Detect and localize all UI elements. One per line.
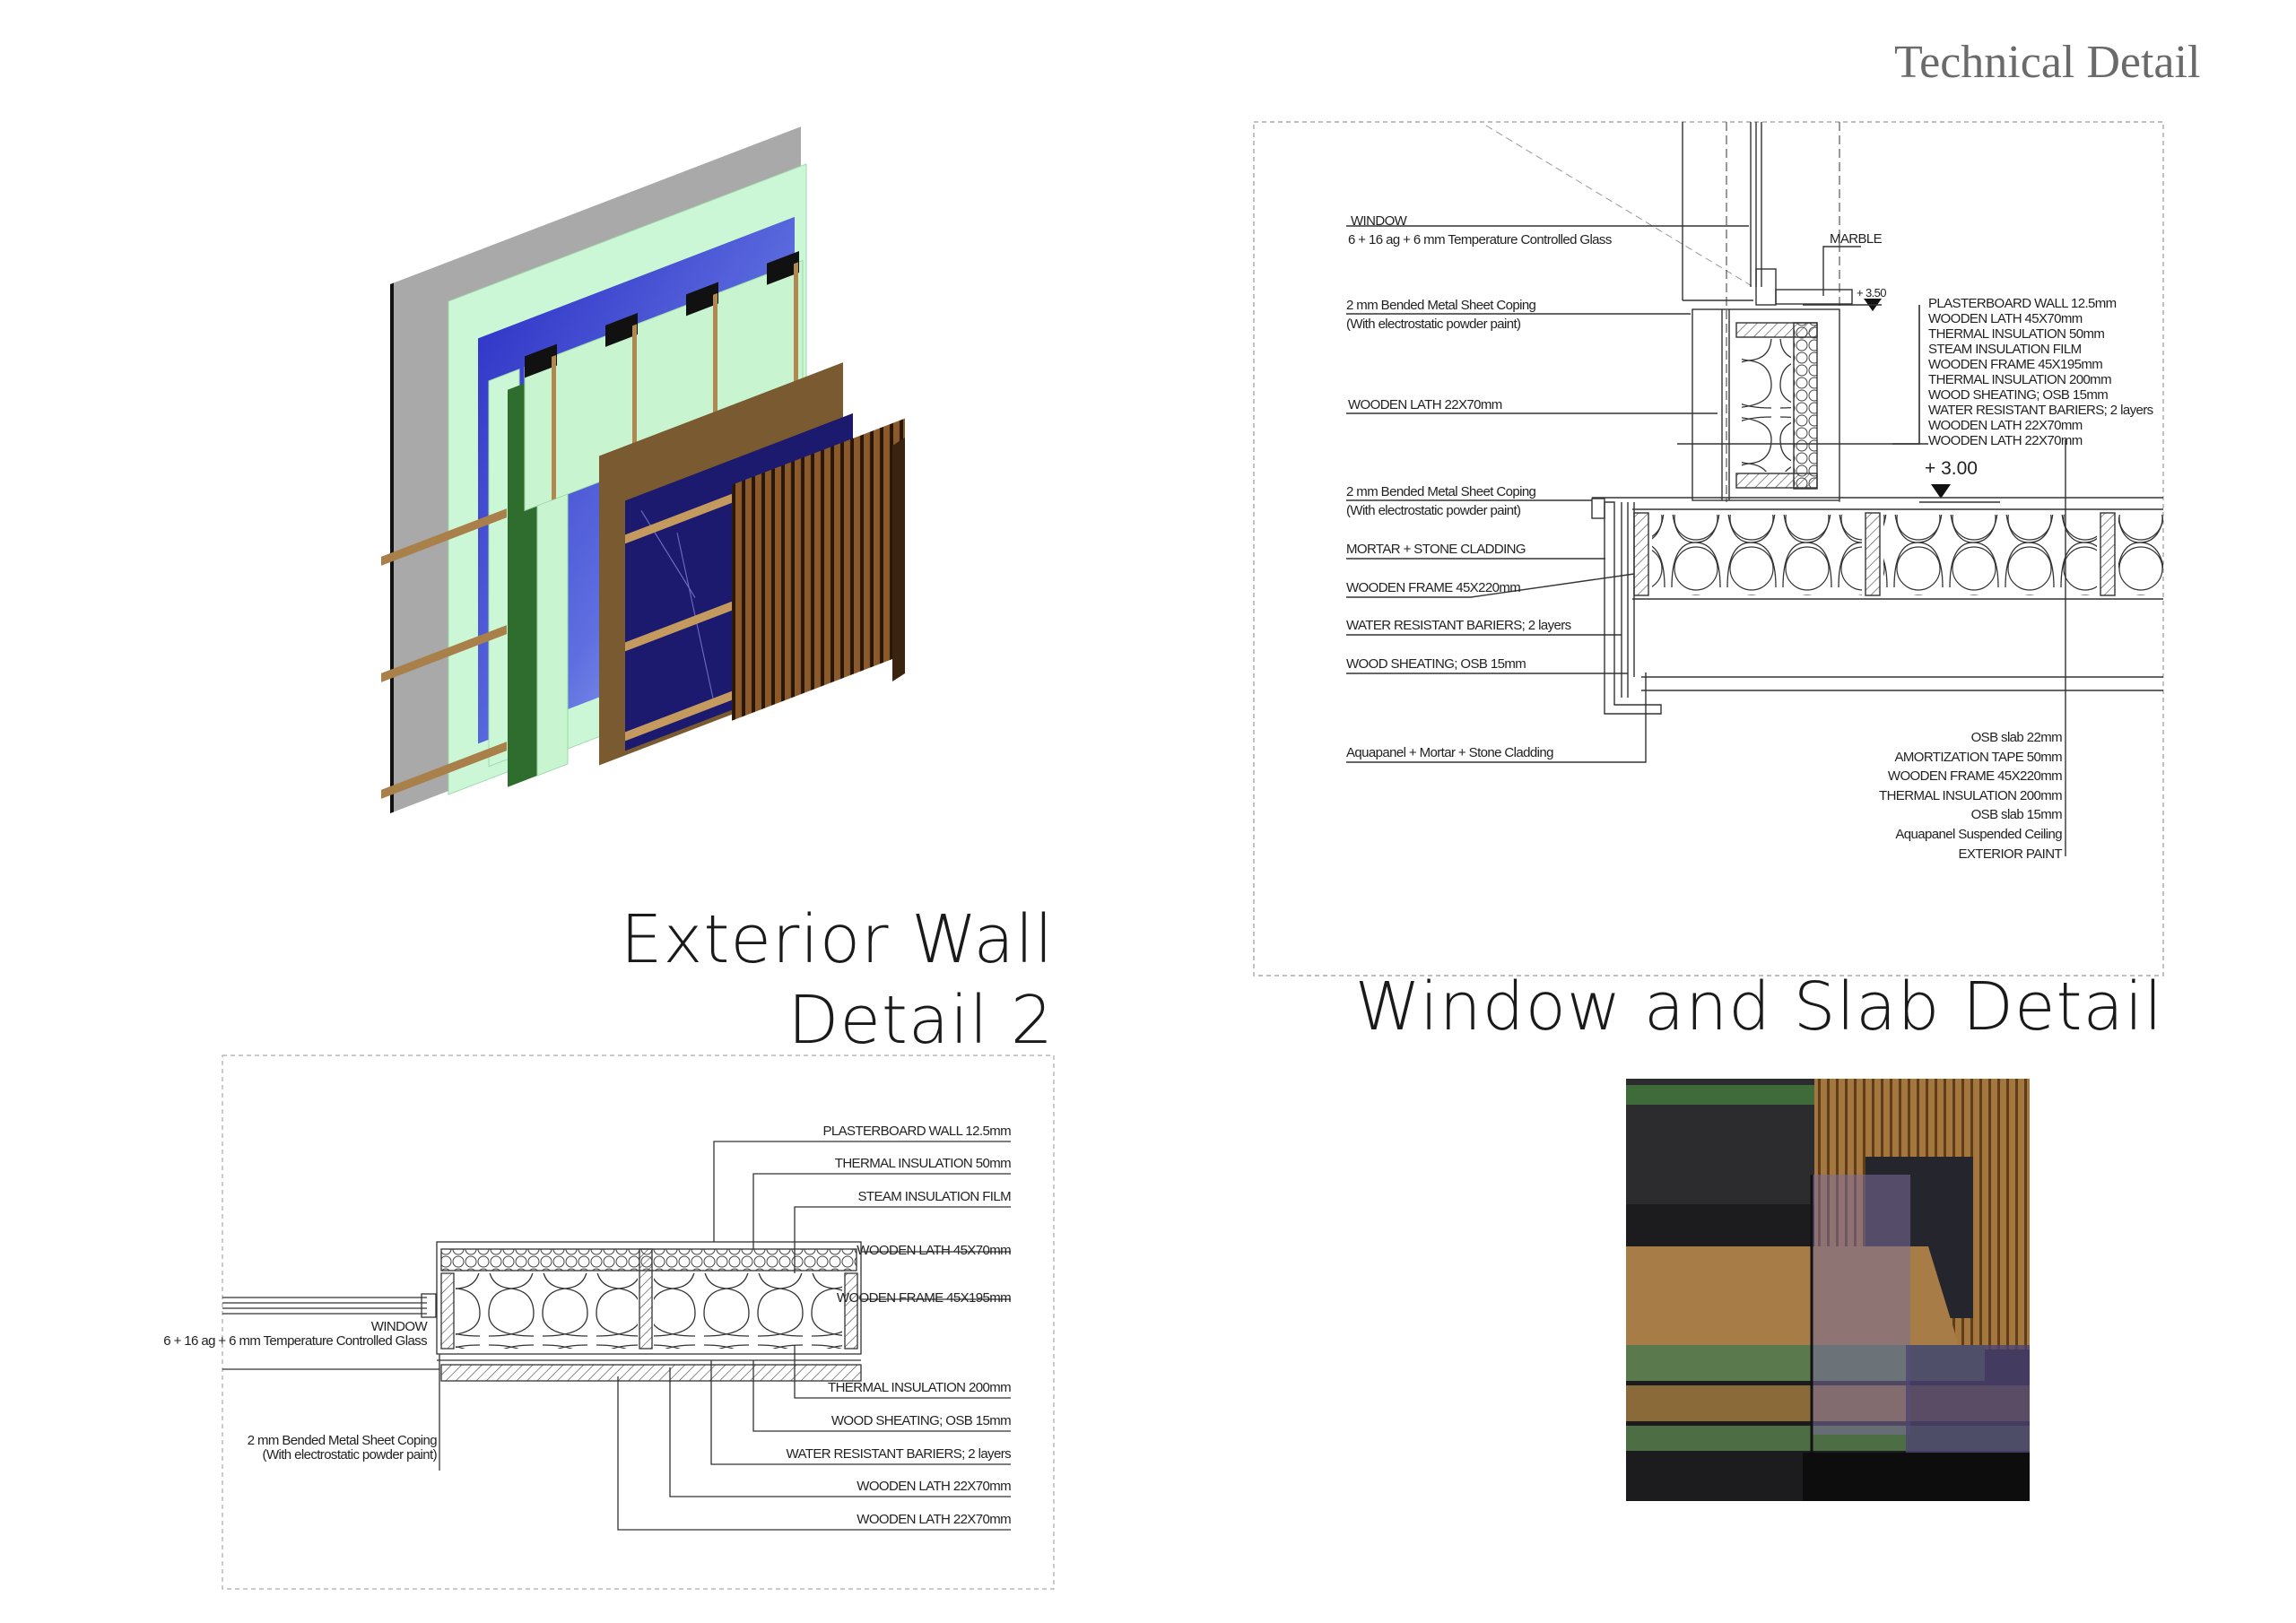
slab-layer: Aquapanel Suspended Ceiling [1895, 826, 2062, 842]
wall-layer: PLASTERBOARD WALL 12.5mm [1928, 296, 2117, 311]
window-slab-title: Window and Slab Detail [1354, 968, 2163, 1046]
plan-label-window: WINDOW [370, 1319, 428, 1334]
label-coping-note: (With electrostatic powder paint) [1346, 317, 1521, 332]
plan-label-thermal-50: THERMAL INSULATION 50mm [834, 1156, 1012, 1171]
level-350: + 3.50 [1857, 286, 1887, 299]
plan-label-plasterboard: PLASTERBOARD WALL 12.5mm [822, 1124, 1011, 1139]
wall-layer: WOOD SHEATING; OSB 15mm [1928, 387, 2109, 403]
label-water-barrier: WATER RESISTANT BARIERS; 2 layers [1346, 618, 1571, 633]
wall-layer: STEAM INSULATION FILM [1928, 342, 2082, 357]
wall-layer: WATER RESISTANT BARIERS; 2 layers [1928, 403, 2153, 418]
plan-label-frame-195: WOODEN FRAME 45X195mm [836, 1290, 1012, 1306]
plan-label-sheating: WOOD SHEATING; OSB 15mm [831, 1413, 1012, 1428]
slab-layer-list: OSB slab 22mm AMORTIZATION TAPE 50mm WOO… [1879, 728, 2063, 864]
level-300: + 3.00 [1925, 458, 1978, 479]
plan-label-thermal-200: THERMAL INSULATION 200mm [828, 1380, 1012, 1395]
label-wooden-frame: WOODEN FRAME 45X220mm [1346, 580, 1521, 595]
exterior-wall-isometric [381, 126, 905, 813]
wall-layer-list: PLASTERBOARD WALL 12.5mm WOODEN LATH 45X… [1928, 296, 2153, 448]
wood-cladding [732, 418, 905, 721]
wall-layer: WOODEN FRAME 45X195mm [1928, 357, 2103, 372]
plan-label-coping-note: (With electrostatic powder paint) [262, 1447, 438, 1462]
window-slab-section [1253, 121, 2164, 976]
balcony-render [1626, 1079, 2030, 1501]
wall-layer: WOODEN LATH 22X70mm [1928, 433, 2083, 448]
plan-label-water-barrier: WATER RESISTANT BARIERS; 2 layers [786, 1446, 1011, 1462]
label-mortar: MORTAR + STONE CLADDING [1346, 542, 1526, 557]
slab-layer: AMORTIZATION TAPE 50mm [1894, 749, 2062, 765]
label-glass: 6 + 16 ag + 6 mm Temperature Controlled … [1348, 232, 1612, 247]
label-wooden-lath: WOODEN LATH 22X70mm [1348, 397, 1502, 412]
plan-label-lath-22b: WOODEN LATH 22X70mm [857, 1512, 1011, 1527]
page-title: Technical Detail [1894, 37, 2201, 88]
label-window: WINDOW [1351, 213, 1407, 229]
plan-label-coping: 2 mm Bended Metal Sheet Coping [247, 1433, 438, 1448]
plan-label-lath-45: WOODEN LATH 45X70mm [857, 1243, 1011, 1258]
wall-layer: THERMAL INSULATION 200mm [1928, 372, 2112, 387]
slab-layer: EXTERIOR PAINT [1958, 846, 2062, 862]
exterior-wall-title: Exterior Wall [620, 901, 1054, 978]
slab-layer: OSB slab 22mm [1970, 730, 2063, 745]
wall-layer: THERMAL INSULATION 50mm [1928, 326, 2105, 342]
label-wood-sheating: WOOD SHEATING; OSB 15mm [1346, 656, 1526, 672]
wall-layer: WOODEN LATH 22X70mm [1928, 418, 2083, 433]
plan-label-lath-22: WOODEN LATH 22X70mm [857, 1479, 1011, 1494]
exterior-wall-subtitle: Detail 2 [787, 982, 1054, 1059]
label-marble: MARBLE [1830, 231, 1883, 247]
label-coping-2: 2 mm Bended Metal Sheet Coping [1346, 484, 1536, 499]
plan-section [222, 1055, 1055, 1590]
slab-layer: OSB slab 15mm [1970, 807, 2063, 823]
plan-label-steam-film: STEAM INSULATION FILM [857, 1189, 1012, 1204]
slab-layer: THERMAL INSULATION 200mm [1879, 787, 2063, 803]
label-coping-note-2: (With electrostatic powder paint) [1346, 503, 1521, 518]
plan-label-glass: 6 + 16 ag + 6 mm Temperature Controlled … [163, 1333, 427, 1349]
label-coping: 2 mm Bended Metal Sheet Coping [1346, 298, 1536, 313]
wall-layer: WOODEN LATH 45X70mm [1928, 311, 2083, 326]
slab-layer: WOODEN FRAME 45X220mm [1887, 768, 2063, 785]
label-aquapanel: Aquapanel + Mortar + Stone Cladding [1346, 745, 1553, 760]
